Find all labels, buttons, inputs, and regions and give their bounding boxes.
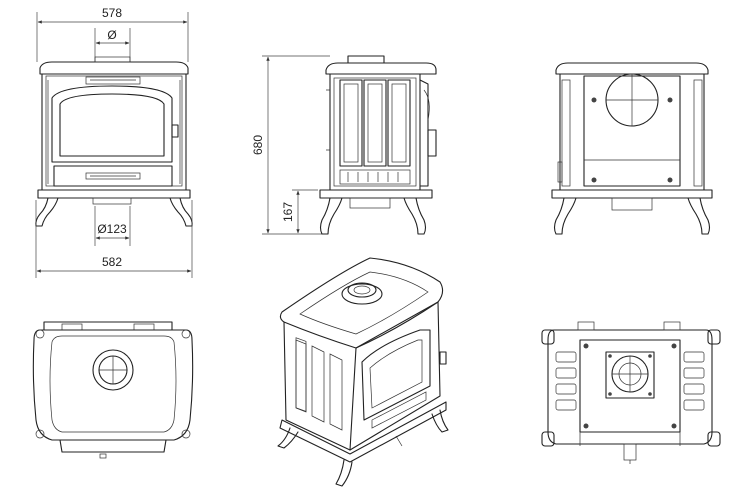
rear-right-leg: [687, 197, 711, 235]
bottom-air-inlet-frame: [605, 351, 655, 399]
total-height-label: 680: [251, 135, 265, 155]
front-top-grille: [85, 76, 141, 85]
iso-leg-front: [335, 459, 353, 487]
rear-view: [551, 62, 713, 235]
rear-left-leg: [553, 197, 577, 235]
top-view: [32, 321, 194, 459]
side-rear-leg: [319, 197, 343, 235]
side-panel-2: [363, 79, 387, 167]
front-top-plate: [39, 61, 189, 75]
isometric-view: [277, 257, 449, 487]
side-flue: [347, 55, 385, 64]
top-front-lip: [59, 439, 167, 453]
side-base: [319, 189, 433, 199]
flue-diameter-label: Ø: [107, 28, 116, 42]
side-handle: [427, 129, 437, 157]
air-inlet-diameter-label: Ø123: [97, 222, 127, 236]
side-panel-3: [387, 79, 411, 167]
front-base: [37, 189, 191, 199]
iso-handle: [439, 351, 447, 365]
iso-left-side: [283, 321, 357, 451]
bottom-view: [541, 321, 721, 464]
rear-base: [551, 189, 713, 199]
front-ash-door: [53, 165, 173, 187]
top-plate-outline: [32, 329, 194, 441]
iso-leg-left: [277, 427, 299, 449]
leg-height-label: 167: [281, 202, 295, 222]
iso-leg-right: [431, 409, 449, 433]
top-width-label: 578: [102, 6, 122, 20]
iso-top-plate: [279, 257, 444, 349]
front-right-leg: [169, 197, 193, 227]
iso-door: [361, 329, 431, 421]
iso-base: [279, 401, 447, 463]
side-body: [329, 73, 421, 191]
front-view: 578 Ø: [35, 6, 193, 278]
rear-top-plate: [555, 62, 709, 75]
front-door-glass: [59, 93, 165, 157]
front-door: [51, 85, 173, 163]
front-door-handle: [171, 124, 179, 138]
side-panel-1: [339, 79, 363, 167]
side-front-leg: [403, 197, 427, 235]
bottom-width-label: 582: [102, 255, 122, 269]
iso-front-side: [349, 301, 441, 451]
side-door-profile: [419, 79, 429, 187]
side-view: 680 167: [251, 55, 437, 235]
bottom-outer-frame: [547, 329, 713, 445]
front-left-leg: [35, 197, 59, 227]
top-flue-collar: [92, 349, 134, 391]
side-top-plate: [325, 62, 437, 75]
iso-flue: [341, 283, 383, 305]
bottom-center-plate: [579, 339, 681, 433]
